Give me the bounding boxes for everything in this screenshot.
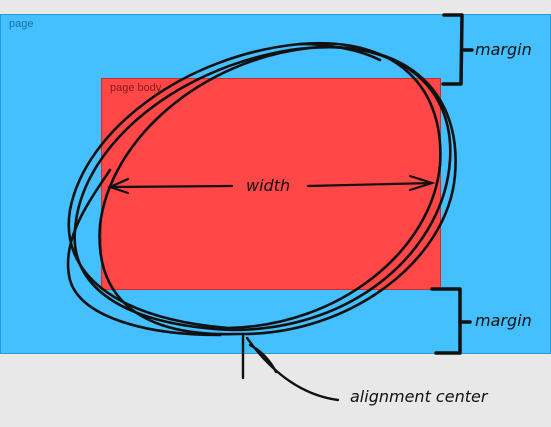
alignment-center-label: alignment center — [350, 387, 489, 406]
alignment-center-pointer — [241, 334, 340, 402]
margin-top-bracket — [441, 13, 474, 86]
width-arrow — [106, 174, 436, 195]
page-body-label: page body — [110, 82, 162, 94]
ellipse-scribble — [66, 41, 457, 337]
margin-top-label: margin — [475, 40, 532, 59]
width-label: width — [246, 176, 290, 195]
page-label: page — [9, 18, 34, 30]
margin-bottom-label: margin — [475, 311, 532, 330]
margin-bottom-bracket — [430, 287, 472, 355]
